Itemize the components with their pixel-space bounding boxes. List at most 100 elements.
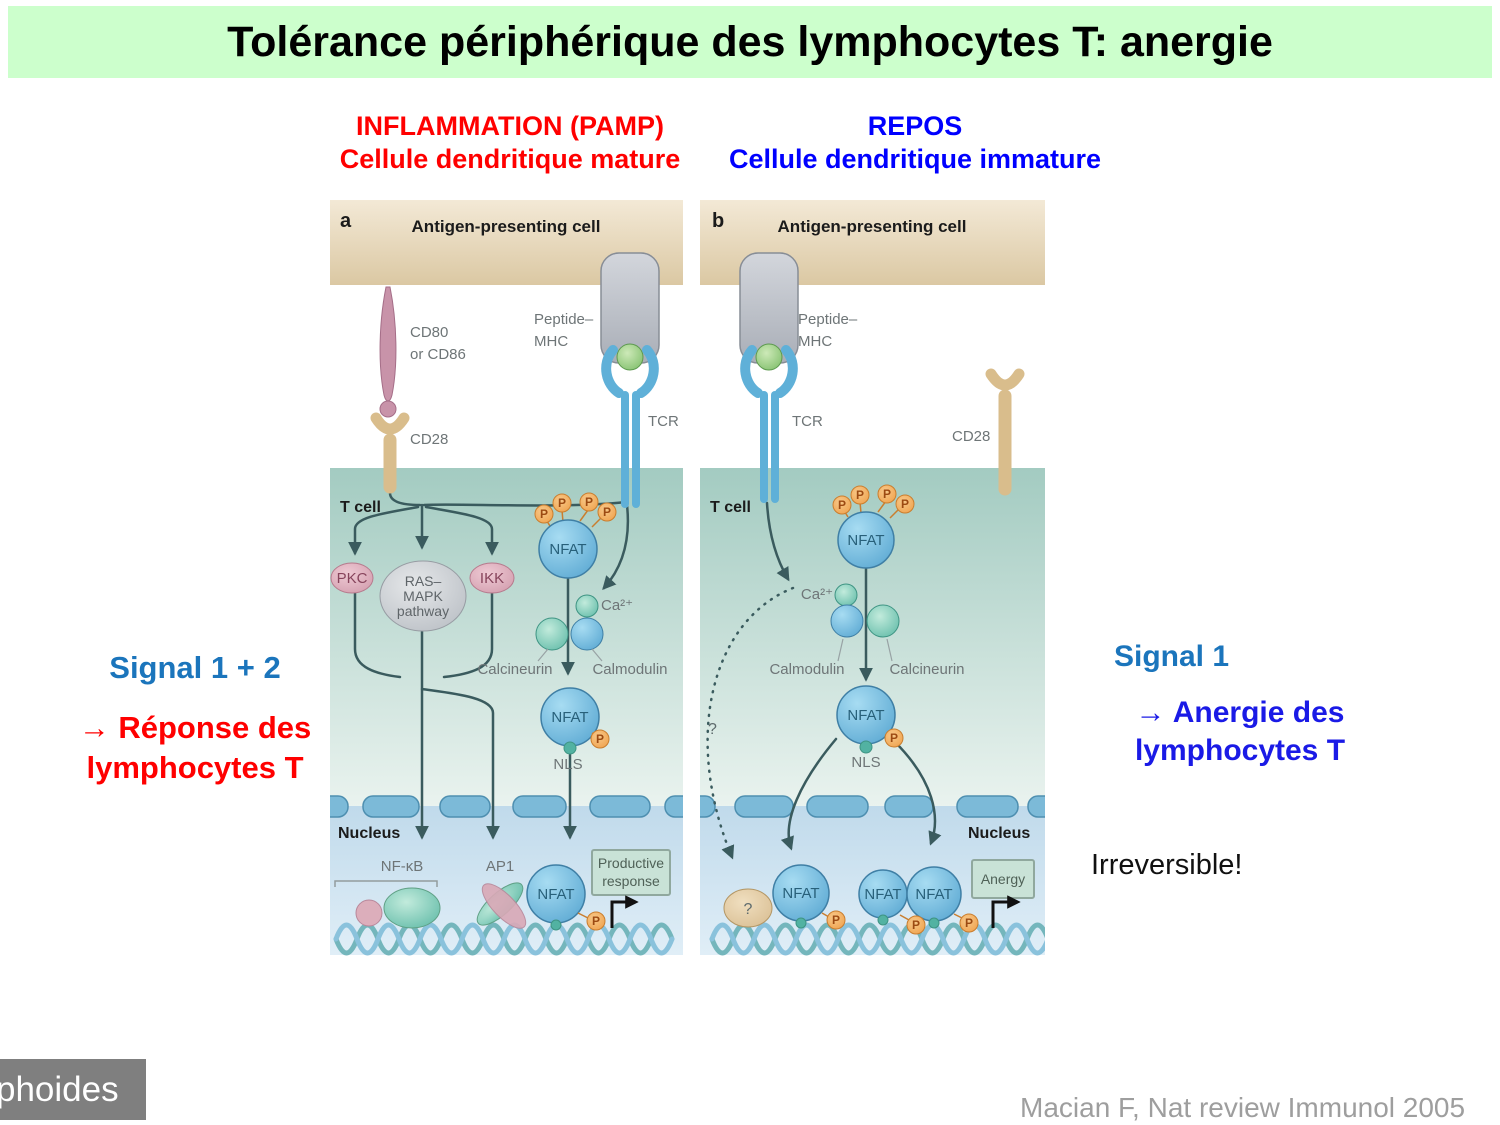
nuclear-membrane-b [700, 795, 1045, 818]
calcineurin-label-b: Calcineurin [889, 661, 964, 678]
peptide-mhc-label-a: Peptide– [534, 311, 594, 328]
phosphate-icon [826, 910, 846, 930]
mature-dc-label: Cellule dendritique mature [339, 144, 681, 174]
tcell-cytoplasm-a [330, 468, 683, 808]
unknown-factor-node [723, 888, 773, 928]
p-label: P [603, 505, 611, 519]
p-label: P [558, 496, 566, 510]
signal-1-2-label: Signal 1 + 2 [109, 650, 281, 685]
peptide-mhc-label-b2: MHC [798, 333, 832, 350]
peptide-a [616, 343, 644, 371]
p-label: P [912, 918, 920, 932]
anergy-box [971, 859, 1035, 899]
ca-label-b: Ca²⁺ [801, 586, 833, 603]
question-mark-label: ? [708, 721, 717, 738]
pathway-figure: a Antigen-presenting cell CD80 or CD86 C… [330, 200, 1045, 956]
p-label: P [596, 732, 604, 746]
phosphate-icon [832, 495, 852, 515]
signal-network-a [348, 491, 630, 840]
nfat-dephosphorylated-a [540, 687, 610, 755]
calmodulin-label-b: Calmodulin [769, 661, 844, 678]
nucleus-label-a: Nucleus [338, 825, 400, 842]
nls-site-a [563, 741, 577, 755]
tcr-receptor-b [740, 345, 798, 503]
apc-label-b: Antigen-presenting cell [778, 217, 967, 236]
mhc-molecule-a [600, 252, 660, 371]
tcr-label-b: TCR [792, 413, 823, 430]
immature-dc-label: Cellule dendritique immature [728, 144, 1102, 174]
productive-response-label-2: response [602, 873, 660, 889]
panel-b: b Antigen-presenting cell Peptide– MHC T… [700, 200, 1045, 956]
mhc-molecule-b [739, 252, 799, 371]
apc-label-a: Antigen-presenting cell [412, 217, 601, 236]
calmodulin-node-b [830, 604, 864, 638]
productive-response-label-1: Productive [598, 855, 664, 871]
ikk-label: IKK [480, 570, 504, 587]
phosphate-icon [534, 504, 554, 524]
phosphate-icon [906, 915, 926, 935]
nfkb-bracket [334, 880, 438, 887]
ap1-label: AP1 [486, 858, 514, 875]
pkc-node [330, 562, 374, 594]
p-label: P [838, 498, 846, 512]
calcineurin-label-a: Calcineurin [477, 661, 552, 678]
p-label: P [585, 495, 593, 509]
cd28-receptor-a [370, 412, 410, 494]
unknown-factor-label: ? [744, 901, 753, 918]
calmodulin-node-a [570, 617, 604, 651]
peptide-b [755, 343, 783, 371]
nfat-nuclear-pair [858, 866, 979, 935]
calcineurin-node-b [866, 604, 900, 638]
phosphate-icon [552, 493, 572, 513]
nls-site-b [859, 740, 873, 754]
cd80-label: CD80 [410, 324, 448, 341]
pkc-label: PKC [337, 570, 368, 587]
nfat-label: NFAT [864, 886, 901, 903]
column-header-inflammation: INFLAMMATION (PAMP) Cellule dendritique … [325, 110, 695, 176]
response-line-1: Réponse des [118, 710, 312, 745]
p-label: P [965, 916, 973, 930]
arrow-glyph: → [1135, 696, 1166, 729]
phosphate-icon [895, 494, 915, 514]
note-signal-1-2: Signal 1 + 2 → Réponse des lymphocytes T [35, 650, 355, 788]
tcr-to-ca-arrow-b [765, 501, 790, 582]
p-label: P [540, 507, 548, 521]
nls-label-b: NLS [851, 754, 880, 771]
anergie-text: → Anergie des lymphocytes T [1100, 694, 1380, 770]
tcr-label-a: TCR [648, 413, 679, 430]
nfat-dephosphorylated-b [836, 685, 904, 754]
cd28-label-b: CD28 [952, 428, 990, 445]
inflammation-label: INFLAMMATION (PAMP) [356, 111, 664, 141]
p-label: P [856, 488, 864, 502]
ras-mapk-node [379, 560, 467, 632]
nfat-label: NFAT [847, 707, 884, 724]
nls-label-a: NLS [553, 756, 582, 773]
anergie-line-2: lymphocytes T [1134, 734, 1346, 767]
p-label: P [832, 913, 840, 927]
ap1-complex [476, 882, 527, 929]
tcell-label-a: T cell [340, 499, 381, 516]
nfat-label: NFAT [847, 532, 884, 549]
phosphate-icon [850, 485, 870, 505]
ca-label-a: Ca²⁺ [601, 597, 633, 614]
irreversible-label: Irreversible! [1091, 849, 1243, 881]
phosphate-icon [877, 484, 897, 504]
corner-label: phoides [0, 1069, 119, 1109]
signal-1-label: Signal 1 [1114, 640, 1230, 673]
response-line-2: lymphocytes T [86, 750, 304, 785]
dna-helix-a [333, 922, 675, 956]
dna-helix-b [709, 922, 1045, 956]
anergie-line-1: Anergie des [1172, 696, 1345, 729]
phosphate-icon [579, 492, 599, 512]
phosphate-icon [959, 913, 979, 933]
phosphate-icon [597, 502, 617, 522]
p-label: P [883, 487, 891, 501]
tcr-to-ca-arrow-a [602, 503, 630, 591]
phosphate-icon [590, 729, 610, 749]
cd80-cd86-receptor [379, 286, 397, 418]
corner-box: phoides [0, 1059, 146, 1120]
ikk-node [469, 562, 515, 594]
note-signal-1: Signal 1 → Anergie des lymphocytes T [1100, 640, 1380, 770]
nfat-label: NFAT [549, 541, 586, 558]
ras-label-2: MAPK [403, 588, 443, 604]
